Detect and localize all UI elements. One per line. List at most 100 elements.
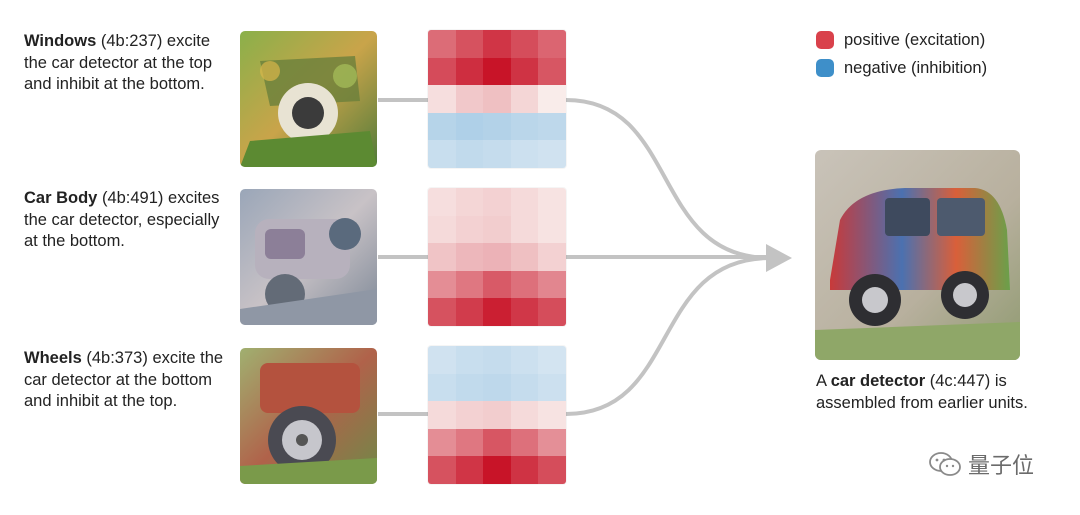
heatmap-cell-r0-c2 [483,188,511,216]
heatmap-cell-r2-c3 [510,243,539,271]
heatmap-cell-r1-c4 [538,373,566,402]
heatmap-cell-r2-c3 [510,85,539,113]
heatmap-cell-r0-c3 [510,188,539,216]
heatmap-cell-r0-c2 [483,346,511,374]
flow-arrowhead [766,244,792,272]
heatmap-cell-r1-c3 [510,215,539,244]
caption-name: car detector [830,372,926,390]
feature-visualization-wheels [240,348,377,484]
caption-prefix: A [816,372,831,390]
heatmap-cell-r2-c0 [428,85,456,113]
heatmap-cell-r3-c3 [510,270,539,299]
unit-id: (4b:373) [86,349,148,367]
heatmap-cell-r4-c2 [483,140,511,168]
heatmap-cell-r0-c1 [455,346,484,374]
heatmap-cell-r4-c0 [428,140,456,168]
watermark-text: 量子位 [968,453,1035,478]
legend-label-positive: positive (excitation) [844,30,986,49]
car-detector-caption: A car detector (4c:447) is assembled fro… [816,371,1046,414]
watermark: 量子位 [928,448,1034,480]
heatmap-car-body [428,188,566,326]
heatmap-windows [428,30,566,168]
unit-name: Car Body [24,189,98,207]
heatmap-wheels [428,346,566,484]
unit-name: Windows [24,32,97,50]
heatmap-cell-r1-c0 [428,373,456,402]
heatmap-cell-r2-c1 [455,85,484,113]
heatmap-cell-r4-c2 [483,456,511,484]
heatmap-cell-r0-c1 [455,30,484,58]
heatmap-cell-r4-c4 [538,456,566,484]
caption-id: (4c:447) [929,372,991,390]
heatmap-cell-r4-c3 [510,298,539,326]
heatmap-cell-r0-c4 [538,346,566,374]
legend-label-negative: negative (inhibition) [844,58,988,77]
heatmap-cell-r1-c2 [483,57,511,86]
heatmap-cell-r3-c4 [538,270,566,299]
heatmap-cell-r3-c0 [428,428,456,457]
heatmap-cell-r2-c1 [455,401,484,429]
heatmap-cell-r0-c3 [510,346,539,374]
heatmap-cell-r2-c0 [428,401,456,429]
heatmap-cell-r2-c4 [538,85,566,113]
heatmap-cell-r4-c1 [455,298,484,326]
heatmap-cell-r1-c1 [455,215,484,244]
heatmap-cell-r3-c0 [428,112,456,141]
heatmap-cell-r0-c0 [428,188,456,216]
heatmap-cell-r4-c1 [455,140,484,168]
heatmap-cell-r0-c4 [538,30,566,58]
unit-description-car-body: Car Body (4b:491) excites the car detect… [24,188,224,253]
feature-visualization-windows [240,31,377,167]
heatmap-cell-r3-c1 [455,428,484,457]
heatmap-cell-r2-c2 [483,85,511,113]
heatmap-cell-r4-c4 [538,298,566,326]
heatmap-cell-r4-c0 [428,456,456,484]
heatmap-cell-r3-c4 [538,112,566,141]
wechat-icon [929,452,961,476]
heatmap-cell-r2-c0 [428,243,456,271]
heatmap-cell-r1-c1 [455,373,484,402]
heatmap-cell-r3-c0 [428,270,456,299]
heatmap-cell-r1-c3 [510,57,539,86]
heatmap-cell-r2-c2 [483,243,511,271]
heatmap-cell-r0-c1 [455,188,484,216]
heatmap-cell-r3-c4 [538,428,566,457]
unit-desc: excite the car detector at the bottom an… [24,349,224,410]
unit-description-wheels: Wheels (4b:373) excite the car detector … [24,348,224,413]
heatmap-cell-r4-c2 [483,298,511,326]
heatmap-cell-r0-c0 [428,346,456,374]
legend-positive: positive (excitation) [816,28,985,52]
heatmap-cell-r1-c4 [538,57,566,86]
heatmap-cell-r4-c4 [538,140,566,168]
heatmap-cell-r3-c1 [455,112,484,141]
heatmap-cell-r3-c3 [510,428,539,457]
legend-swatch-positive [816,31,834,49]
heatmap-cell-r0-c0 [428,30,456,58]
unit-name: Wheels [24,349,82,367]
heatmap-cell-r1-c3 [510,373,539,402]
unit-id: (4b:237) [100,32,163,50]
unit-description-windows: Windows (4b:237) excite the car detector… [24,31,224,96]
heatmap-cell-r2-c1 [455,243,484,271]
heatmap-cell-r2-c2 [483,401,511,429]
heatmap-cell-r2-c4 [538,243,566,271]
heatmap-cell-r0-c3 [510,30,539,58]
heatmap-cell-r1-c0 [428,215,456,244]
heatmap-cell-r0-c2 [483,30,511,58]
heatmap-cell-r4-c3 [510,140,539,168]
feature-visualization-car-body [240,189,377,325]
heatmap-cell-r0-c4 [538,188,566,216]
heatmap-cell-r1-c2 [483,373,511,402]
heatmap-cell-r1-c4 [538,215,566,244]
heatmap-cell-r3-c2 [483,428,511,457]
feature-visualization-car-detector [815,150,1020,360]
heatmap-cell-r4-c0 [428,298,456,326]
heatmap-cell-r3-c3 [510,112,539,141]
heatmap-cell-r1-c2 [483,215,511,244]
legend-negative: negative (inhibition) [816,56,987,80]
caption-desc: is assembled from earlier units. [816,372,1028,412]
heatmap-cell-r1-c1 [455,57,484,86]
heatmap-cell-r3-c2 [483,112,511,141]
legend-swatch-negative [816,59,834,77]
heatmap-cell-r2-c4 [538,401,566,429]
